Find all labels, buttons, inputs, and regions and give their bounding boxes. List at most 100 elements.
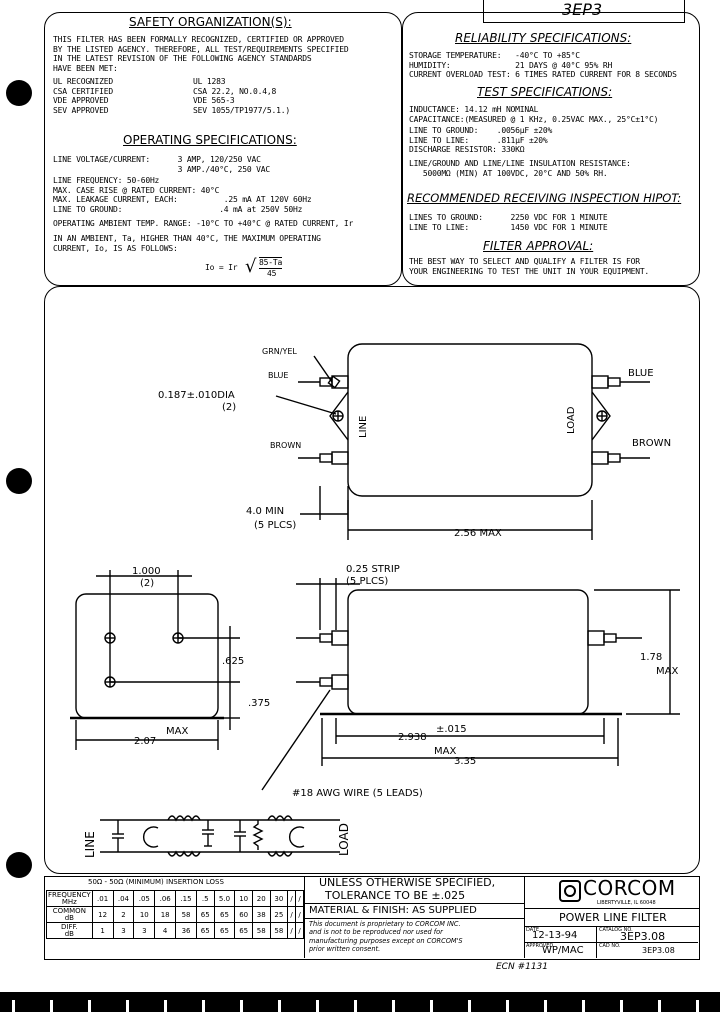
table-cell: 65 xyxy=(234,922,253,939)
table-cell: .04 xyxy=(112,890,135,907)
table-cell: / xyxy=(287,906,297,923)
table-cell: 65 xyxy=(213,922,236,939)
table-cell: .15 xyxy=(175,890,197,907)
revision-block: DATE 12-13-94 CATALOG NO. 3EP3.08 APPROV… xyxy=(524,926,698,958)
table-cell: 60 xyxy=(234,906,253,923)
dim-label: 1.000 xyxy=(132,566,161,577)
reliability-title: RELIABILITY SPECIFICATIONS: xyxy=(455,31,632,45)
mechanical-drawing: GRN/YEL BLUE BROWN BLUE BROWN 0.187±.010… xyxy=(70,343,680,858)
ruler-tick xyxy=(316,1000,319,1012)
tolerance-line2: TOLERANCE TO BE ±.025 xyxy=(325,889,466,902)
filter-body-front xyxy=(75,593,219,719)
dim-label: (5 PLCS) xyxy=(346,576,388,587)
ruler-tick xyxy=(506,1000,509,1012)
catalog-label: CATALOG NO. xyxy=(599,927,633,933)
dim-label: MAX xyxy=(656,666,678,677)
ruler-tick xyxy=(164,1000,167,1012)
row-label: DIFF.dB xyxy=(46,922,93,939)
date-value: 12-13-94 xyxy=(532,930,578,941)
dim-label: BROWN xyxy=(270,441,301,450)
load-label: LOAD xyxy=(566,406,577,434)
safety-title: SAFETY ORGANIZATION(S): xyxy=(129,15,292,29)
table-cell: 65 xyxy=(195,922,215,939)
schematic-load-label: LOAD xyxy=(337,823,351,856)
table-cell: / xyxy=(295,890,304,907)
dim-label: (2) xyxy=(140,578,154,589)
tolerance-line1: UNLESS OTHERWISE SPECIFIED, xyxy=(319,876,496,889)
table-cell: 12 xyxy=(91,906,114,923)
specs-left-panel: SAFETY ORGANIZATION(S): THIS FILTER HAS … xyxy=(44,12,402,286)
dim-label: GRN/YEL xyxy=(262,347,297,356)
ruler-tick xyxy=(12,1000,15,1012)
dim-label: 2.938 xyxy=(398,732,427,743)
table-cell: 18 xyxy=(154,906,177,923)
ruler-tick xyxy=(354,1000,357,1012)
proprietary-note: This document is proprietary to CORCOM I… xyxy=(309,920,463,954)
divider xyxy=(525,926,699,927)
part-tag-box: 3EP3 xyxy=(483,0,685,23)
ruler-tick xyxy=(50,1000,53,1012)
company-location: LIBERTYVILLE, IL 60048 xyxy=(597,900,656,906)
table-cell: 1 xyxy=(91,922,114,939)
hipot-lines: LINES TO GROUND: 2250 VDC FOR 1 MINUTE L… xyxy=(409,213,608,232)
ecn-note: ECN #1131 xyxy=(496,962,549,972)
material-line: MATERIAL & FINISH: AS SUPPLIED xyxy=(309,905,477,916)
table-cell: .5 xyxy=(195,890,215,907)
filter-approval-title: FILTER APPROVAL: xyxy=(483,239,594,253)
table-cell: 58 xyxy=(175,906,197,923)
table-cell: 4 xyxy=(154,922,177,939)
catalog-value: 3EP3.08 xyxy=(620,930,666,943)
table-cell: 5.0 xyxy=(213,890,236,907)
table-cell: 10 xyxy=(133,906,156,923)
table-cell: 20 xyxy=(251,890,271,907)
reliability-lines: STORAGE TEMPERATURE: -40°C TO +85°C HUMI… xyxy=(409,51,677,80)
dim-label: 0.187±.010DIA xyxy=(158,390,235,401)
dim-label: #18 AWG WIRE (5 LEADS) xyxy=(292,788,423,799)
table-cell: 25 xyxy=(269,906,289,923)
mount-flange-left xyxy=(329,391,349,441)
title-block xyxy=(44,876,700,960)
table-cell: 36 xyxy=(175,922,197,939)
dim-label: 3.35 xyxy=(454,756,476,767)
table-cell: / xyxy=(295,906,304,923)
approved-label: APPROVED xyxy=(526,943,554,949)
filter-body-side xyxy=(347,589,589,715)
divider xyxy=(525,908,699,909)
dim-label: .375 xyxy=(248,698,270,709)
dim-label: BROWN xyxy=(632,438,671,449)
ruler-tick xyxy=(696,1000,699,1012)
binder-hole xyxy=(6,468,32,494)
hipot-title: RECOMMENDED RECEIVING INSPECTION HIPOT: xyxy=(407,191,682,205)
table-cell: / xyxy=(295,922,304,939)
table-cell: / xyxy=(287,890,297,907)
drawing-panel xyxy=(44,286,700,874)
dim-label: 2.07 xyxy=(134,736,156,747)
lead-gnd xyxy=(313,355,341,389)
ruler-tick xyxy=(392,1000,395,1012)
dim-label: 4.0 MIN xyxy=(246,506,284,517)
date-label: DATE xyxy=(526,927,540,933)
table-cell: 30 xyxy=(269,890,289,907)
ruler-tick xyxy=(430,1000,433,1012)
dim-label: (2) xyxy=(222,402,236,413)
page-bottom-border xyxy=(0,992,720,1012)
tolerance-block: UNLESS OTHERWISE SPECIFIED, TOLERANCE TO… xyxy=(304,876,525,958)
table-cell: / xyxy=(287,922,297,939)
safety-intro: THIS FILTER HAS BEEN FORMALLY RECOGNIZED… xyxy=(53,35,349,73)
table-cell: 58 xyxy=(269,922,289,939)
ruler-tick xyxy=(582,1000,585,1012)
divider xyxy=(524,942,698,943)
ruler-tick xyxy=(88,1000,91,1012)
divider xyxy=(305,903,525,904)
operating-title: OPERATING SPECIFICATIONS: xyxy=(123,133,297,147)
table-cell: 2 xyxy=(112,906,135,923)
